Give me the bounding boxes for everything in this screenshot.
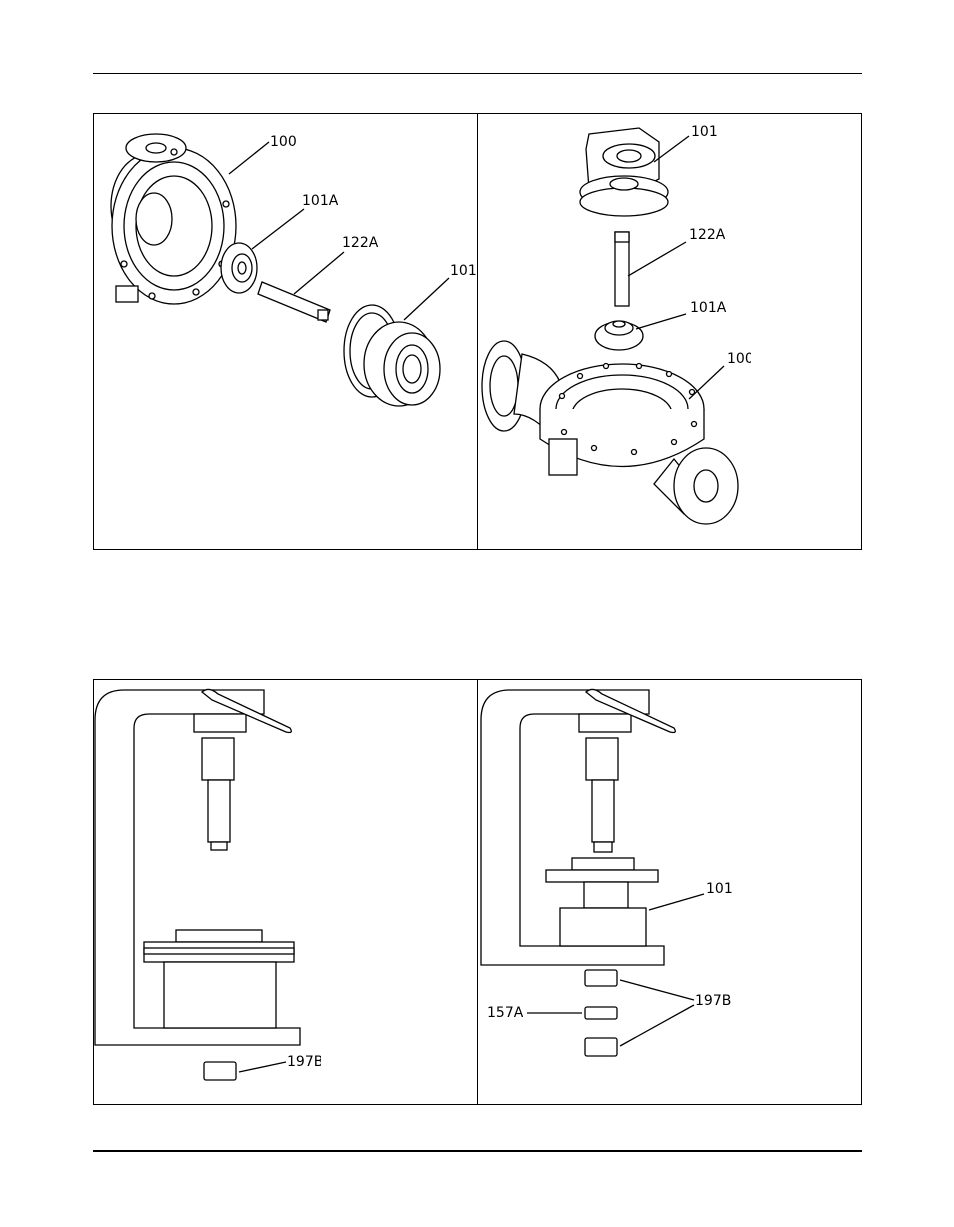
assembly-101-right bbox=[546, 858, 658, 946]
sleeve-197B-left bbox=[204, 1062, 236, 1080]
shaft-122A-left bbox=[258, 282, 330, 322]
callout-122A-right: 122A bbox=[689, 227, 725, 243]
callout-100-left: 100 bbox=[270, 134, 297, 150]
bearing-housing-left bbox=[144, 930, 294, 1028]
callout-157A-right: 157A bbox=[487, 1005, 523, 1021]
figure-exploded-views: 100 101A 122A 101 101 122A 101A 100 bbox=[93, 113, 862, 550]
callout-101A-right: 101A bbox=[690, 300, 726, 316]
leader-197B-left bbox=[239, 1062, 286, 1072]
header-rule bbox=[93, 73, 862, 74]
casing-100-vertical bbox=[482, 341, 738, 524]
press-drawings bbox=[94, 680, 861, 1104]
callout-197B-left: 197B bbox=[287, 1054, 321, 1070]
callout-101-left: 101 bbox=[450, 263, 477, 279]
impeller-101A-right bbox=[595, 321, 643, 350]
casing-100-horizontal bbox=[111, 134, 236, 304]
callout-101A-left: 101A bbox=[302, 193, 338, 209]
callout-122A-left: 122A bbox=[342, 235, 378, 251]
bearing-frame-101-left bbox=[344, 305, 440, 406]
callout-101-right: 101 bbox=[691, 124, 718, 140]
footer-rule bbox=[93, 1150, 862, 1152]
callout-100-right: 100 bbox=[727, 351, 751, 367]
exploded-drawings bbox=[94, 114, 861, 549]
callout-197B-right: 197B bbox=[695, 993, 731, 1009]
shaft-122A-right bbox=[615, 232, 629, 306]
sleeves-right bbox=[585, 970, 617, 1056]
bearing-frame-101-right bbox=[580, 128, 668, 216]
impeller-101A-left bbox=[221, 243, 257, 293]
callout-101-bottom-right: 101 bbox=[706, 881, 732, 897]
figure-press-views: 197B 101 197B 157A bbox=[93, 679, 862, 1105]
